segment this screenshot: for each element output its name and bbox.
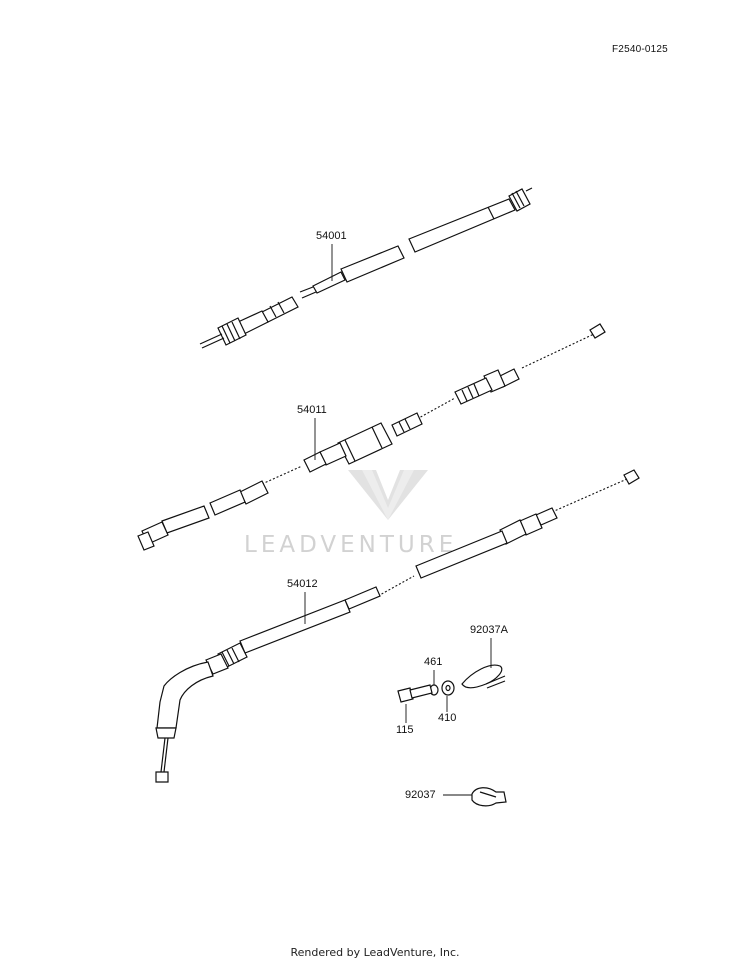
throttle-cable[interactable]: [155, 469, 640, 783]
callout-115[interactable]: 115: [396, 724, 414, 736]
washer-410[interactable]: [441, 680, 455, 696]
callout-92037A[interactable]: 92037A: [470, 624, 508, 636]
callout-54012[interactable]: 54012: [287, 578, 318, 590]
speedometer-cable[interactable]: [199, 187, 533, 349]
callout-410[interactable]: 410: [438, 712, 457, 724]
watermark-text: LEADVENTURE: [244, 532, 458, 558]
callout-54001[interactable]: 54001: [316, 230, 347, 242]
clamp-loop-92037A[interactable]: [461, 664, 506, 689]
clutch-cable[interactable]: [137, 323, 606, 551]
footer-credit: Rendered by LeadVenture, Inc.: [290, 946, 460, 959]
clamp-92037[interactable]: [471, 787, 507, 807]
callout-92037[interactable]: 92037: [405, 789, 436, 801]
callout-54011[interactable]: 54011: [297, 404, 327, 416]
diagram-code: F2540-0125: [612, 44, 668, 55]
bolt-115[interactable]: [397, 684, 433, 703]
callout-461[interactable]: 461: [424, 656, 443, 668]
